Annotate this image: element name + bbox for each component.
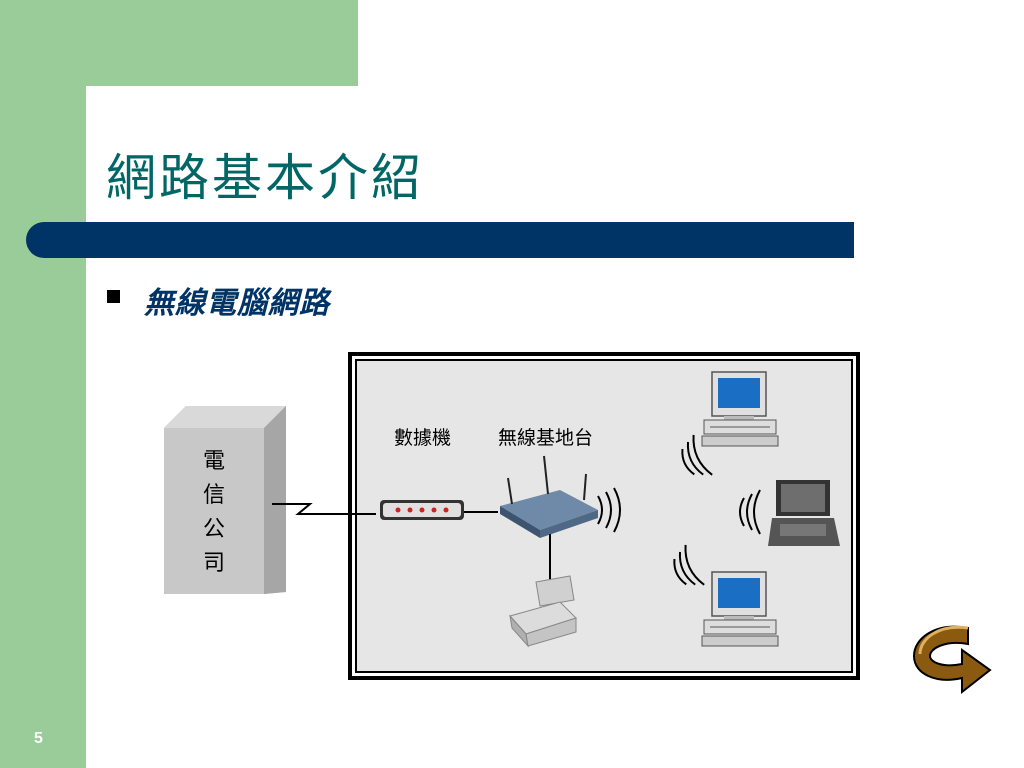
wireless-signal-icon [681,434,713,476]
laptop-icon [768,480,840,546]
wireless-access-point-icon [500,455,598,538]
telecom-char: 司 [203,551,225,576]
page-number: 5 [34,730,43,747]
wireless-signal-icon [673,544,705,586]
telecom-char: 公 [203,517,225,542]
wireless-signal-icon [597,487,621,533]
telecom-char: 信 [203,483,225,508]
modem-icon [380,500,464,520]
network-diagram: 電 信 公 司 數據機 無線基地台 [140,350,870,690]
desktop-computer-icon [701,571,779,647]
slide-title: 網路基本介紹 [106,149,424,207]
telecom-cable [272,503,376,515]
square-bullet-icon [107,290,120,303]
rounded-corner [86,86,176,176]
wireless-signal-icon [739,489,761,535]
telecom-char: 電 [203,449,225,474]
green-side-strip [0,0,86,768]
return-arrow-icon[interactable] [906,618,1002,704]
access-point-label: 無線基地台 [498,427,593,449]
title-underline-bar [26,222,854,258]
telecom-building-icon [164,406,286,594]
printer-icon [509,575,577,648]
bullet-text: 無線電腦網路 [144,286,330,321]
desktop-computer-icon [701,371,779,447]
modem-label: 數據機 [394,427,451,449]
